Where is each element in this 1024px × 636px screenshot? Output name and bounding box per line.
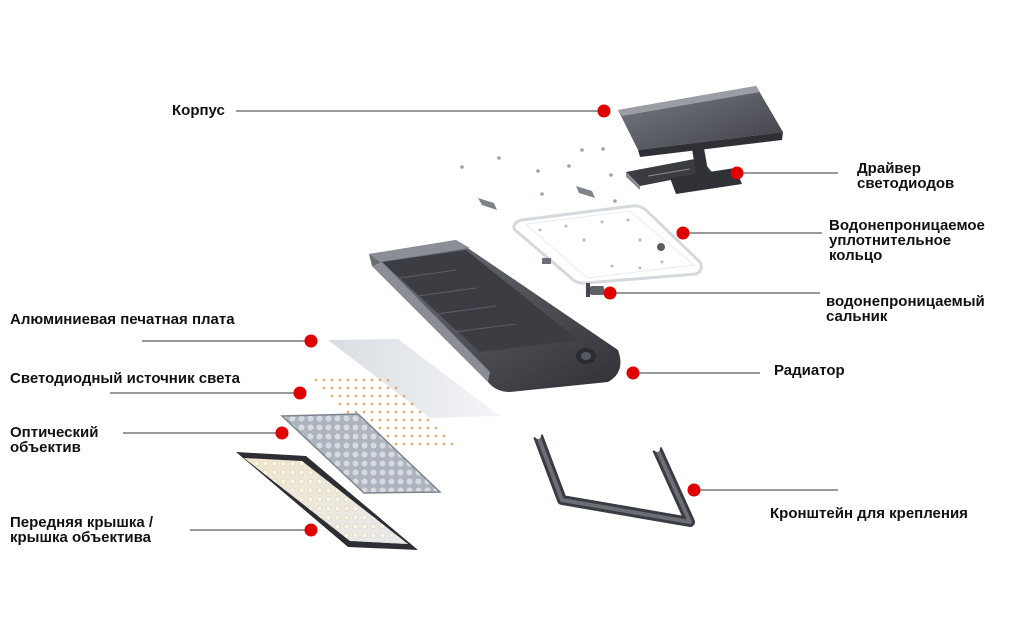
label-radiator: Радиатор [774,362,845,379]
label-housing: Корпус [172,102,225,119]
cable-gland-part [586,283,604,297]
front-cover-part [236,452,418,550]
led-driver-part [626,147,742,194]
marker-lens [275,426,289,440]
label-front-cover: Передняя крышка / крышка объектива [10,514,154,546]
marker-led-driver [730,166,744,180]
marker-cable-gland [603,286,617,300]
label-aluminium-pcb: Алюминиевая печатная плата [10,311,235,328]
label-led-driver: Драйвер светодиодов [857,160,955,192]
marker-housing [597,104,611,118]
label-optical-lens: Оптический объектив [10,424,99,456]
marker-pcb [304,334,318,348]
label-waterproof-ring: Водонепроницаемое уплотнительное кольцо [829,217,985,264]
marker-waterproof-ring [676,226,690,240]
marker-front-cover [304,523,318,537]
leader-lines [110,110,838,531]
mounting-bracket-part [533,433,695,527]
aluminium-pcb-part [328,339,500,418]
optical-lens-part [280,413,442,494]
marker-bracket [687,483,701,497]
screws [460,147,617,210]
housing-part [618,86,783,157]
led-light-source-part [312,374,460,452]
marker-led-source [293,386,307,400]
label-cable-gland: водонепроницаемый сальник [826,293,985,325]
label-led-light-source: Светодиодный источник света [10,370,240,387]
marker-radiator [626,366,640,380]
waterproof-ring-part [512,204,703,285]
radiator-part [369,240,621,392]
markers [275,104,744,537]
label-mounting-bracket: Кронштейн для крепления [770,505,968,522]
